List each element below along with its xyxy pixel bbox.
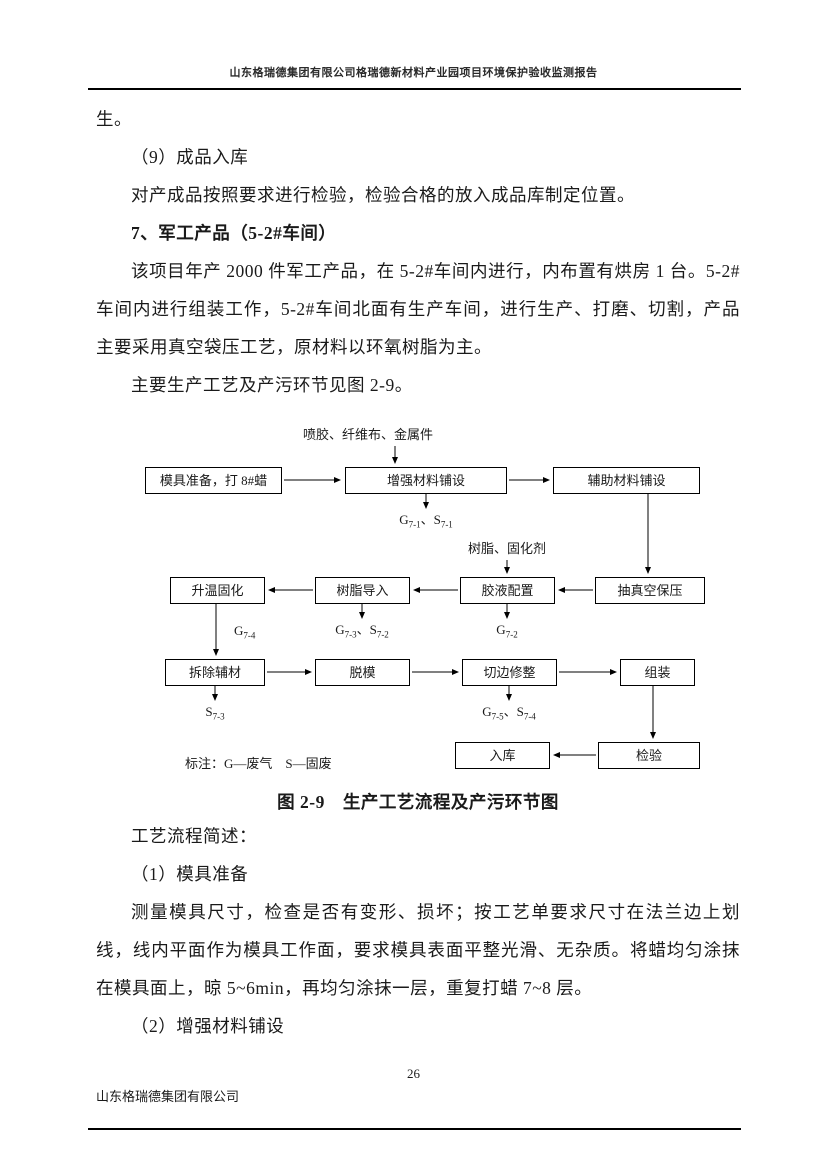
waste-label-g74: G7-4 xyxy=(234,623,256,641)
flow-box-trim: 切边修整 xyxy=(462,659,557,686)
flow-box-vacuum: 抽真空保压 xyxy=(595,577,705,604)
flow-box-inspect: 检验 xyxy=(598,742,700,769)
flow-arrows xyxy=(212,446,656,758)
header-rule xyxy=(88,88,741,90)
step1-text: 测量模具尺寸，检查是否有变形、损坏；按工艺单要求尺寸在法兰边上划线，线内平面作为… xyxy=(96,902,740,998)
header-title: 山东格瑞德集团有限公司格瑞德新材料产业园项目环境保护验收监测报告 xyxy=(229,67,598,79)
footer-company: 山东格瑞德集团有限公司 xyxy=(96,1089,240,1104)
item9-heading: （9）成品入库 xyxy=(131,147,249,167)
page-content: 生。 （9）成品入库 对产成品按照要求进行检验，检验合格的放入成品库制定位置。 … xyxy=(96,100,740,1045)
flow-box-remove: 拆除辅材 xyxy=(165,659,265,686)
process-flowchart: 喷胶、纤维布、金属件 模具准备，打 8#蜡 增强材料铺设 辅助材料铺设 G7-1… xyxy=(0,422,827,787)
flow-box-glue: 胶液配置 xyxy=(460,577,555,604)
flow-box-assemble: 组装 xyxy=(620,659,695,686)
flow-box-demold: 脱模 xyxy=(315,659,410,686)
item9-text: 对产成品按照要求进行检验，检验合格的放入成品库制定位置。 xyxy=(131,185,635,205)
figure-caption: 图 2-9 生产工艺流程及产污环节图 xyxy=(277,792,559,812)
flow-box-auxiliary: 辅助材料铺设 xyxy=(553,467,700,494)
section7-heading: 7、军工产品（5-2#车间） xyxy=(131,223,337,243)
section7-paragraph: 该项目年产 2000 件军工产品，在 5-2#车间内进行，内布置有烘房 1 台。… xyxy=(96,261,740,357)
flow-input-materials: 喷胶、纤维布、金属件 xyxy=(302,427,434,442)
footer-rule xyxy=(88,1128,741,1130)
flow-box-mold-prep: 模具准备，打 8#蜡 xyxy=(145,467,282,494)
flow-input-resin: 树脂、固化剂 xyxy=(467,541,547,556)
waste-label-g72: G7-2 xyxy=(496,622,518,640)
waste-label-g71-s71: G7-1、S7-1 xyxy=(399,512,453,530)
waste-label-g73-s72: G7-3、S7-2 xyxy=(335,622,389,640)
flow-box-resin-infusion: 树脂导入 xyxy=(315,577,410,604)
flow-box-cure: 升温固化 xyxy=(170,577,265,604)
page-number: 26 xyxy=(407,1066,420,1081)
figure-intro: 主要生产工艺及产污环节见图 2-9。 xyxy=(131,375,413,395)
step1-heading: （1）模具准备 xyxy=(131,864,249,884)
waste-label-g75-s74: G7-5、S7-4 xyxy=(482,704,536,722)
paragraph-continuation: 生。 xyxy=(96,109,132,129)
flow-box-storage: 入库 xyxy=(455,742,550,769)
flow-box-reinforce: 增强材料铺设 xyxy=(345,467,507,494)
process-intro: 工艺流程简述： xyxy=(131,826,257,846)
step2-heading: （2）增强材料铺设 xyxy=(131,1016,285,1036)
flowchart-legend: 标注：G—废气 S—固废 xyxy=(185,756,332,771)
waste-label-s73: S7-3 xyxy=(205,704,225,722)
